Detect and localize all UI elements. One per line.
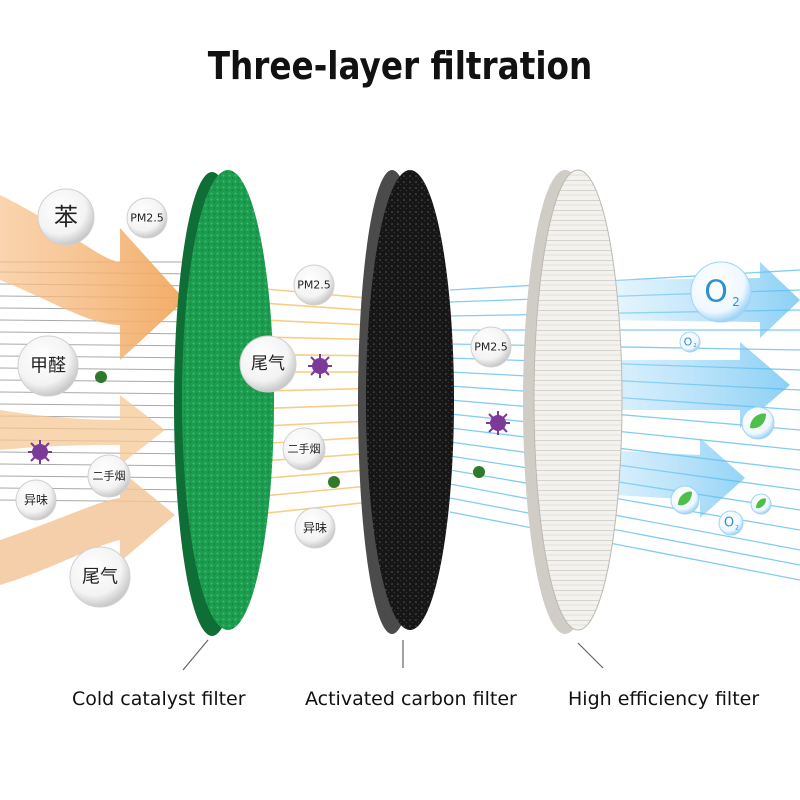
germ-icon [486,411,510,435]
particle-icon [95,371,107,383]
page-title: Three-layer filtration [207,44,593,88]
bubble-formaldehyde: 甲醛 [17,335,79,397]
leaf-bubble-icon [750,493,772,515]
oxygen-symbol: O [704,275,728,310]
caption-pointers [182,639,604,671]
oxygen-bubble-bottom: O 2 [718,510,744,536]
bubble-exhaust-left: 尾气 [69,546,131,608]
bubble-pm25-label: PM2.5 [130,212,164,225]
bubble-pm25-label: PM2.5 [297,279,331,292]
polluted-air-arrow-middle [0,395,165,465]
polluted-air-arrow-bottom [0,470,175,585]
bubble-pm25-label: PM2.5 [474,341,508,354]
oxygen-symbol: O [684,336,693,349]
leaf-bubble-icon [741,406,775,440]
bubble-pm25-mid: PM2.5 [293,264,335,306]
bubble-secondhand-smoke-label: 二手烟 [93,469,126,483]
bubble-benzene: 苯 [37,188,95,246]
particle-icon [328,476,340,488]
bubble-exhaust-mid: 尾气 [239,335,297,393]
bubble-pm25-left: PM2.5 [126,197,168,239]
bubble-benzene-label: 苯 [54,203,78,231]
bubble-exhaust-label: 尾气 [251,354,285,374]
bubble-formaldehyde-label: 甲醛 [30,356,66,377]
oxygen-bubble-large: O 2 [690,261,752,323]
caption-cold-catalyst-filter: Cold catalyst filter [72,688,246,710]
bubble-secondhand-smoke-mid: 二手烟 [282,427,326,471]
green-particle-icons [95,371,485,488]
bubble-secondhand-smoke-label: 二手烟 [288,442,321,456]
bubble-odor-label: 异味 [303,521,327,535]
germ-icon [28,440,52,464]
particle-icon [473,466,485,478]
germ-icon [308,354,332,378]
oxygen-subscript: 2 [693,343,696,349]
caption-activated-carbon-filter: Activated carbon filter [305,688,517,710]
bubble-odor-mid: 异味 [294,507,336,549]
bubble-pm25-right: PM2.5 [470,326,512,368]
oxygen-bubble-small: O 2 [679,331,701,353]
activated-carbon-filter-disc [358,170,454,634]
bubble-exhaust-label: 尾气 [82,567,118,588]
oxygen-subscript: 2 [732,295,740,309]
bubble-odor-left: 异味 [15,479,57,521]
pointer-cold-catalyst [182,639,209,671]
leaf-bubble-icon [670,485,700,515]
oxygen-symbol: O [724,516,734,531]
caption-high-efficiency-filter: High efficiency filter [568,688,760,710]
pointer-high-efficiency [577,642,604,669]
high-efficiency-filter-disc [523,169,623,634]
polluted-air-arrows [0,195,185,585]
germ-icons [28,354,510,464]
bubble-secondhand-smoke-left: 二手烟 [87,454,131,498]
bubble-odor-label: 异味 [24,493,48,507]
oxygen-subscript: 2 [735,525,739,532]
cold-catalyst-filter-disc [174,170,274,636]
